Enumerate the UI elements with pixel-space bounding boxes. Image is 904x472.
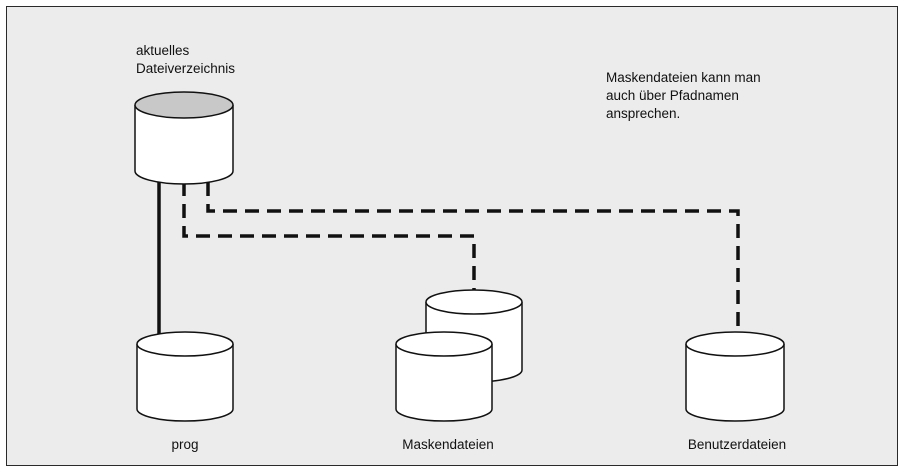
connection-maskendateien	[182, 182, 476, 292]
note-line-3: ansprechen.	[606, 106, 681, 121]
current-directory-label-line-1: aktuelles	[136, 43, 190, 58]
current-directory-cylinder	[134, 91, 234, 185]
current-directory-label-line-2: Dateiverzeichnis	[136, 61, 236, 76]
note-text: Maskendateien kann man auch über Pfadnam…	[606, 69, 761, 123]
maskendateien-cylinder-front	[395, 331, 493, 422]
note-line-2: auch über Pfadnamen	[606, 88, 739, 103]
prog-label: prog	[171, 437, 199, 452]
benutzerdateien-label: Benutzerdateien	[687, 437, 787, 452]
maskendateien-label: Maskendateien	[402, 437, 494, 452]
connection-benutzerdateien	[206, 182, 740, 332]
prog-cylinder	[136, 331, 234, 422]
benutzerdateien-cylinder	[685, 331, 785, 422]
current-directory-label: aktuelles Dateiverzeichnis	[136, 42, 235, 78]
note-line-1: Maskendateien kann man	[606, 70, 761, 85]
